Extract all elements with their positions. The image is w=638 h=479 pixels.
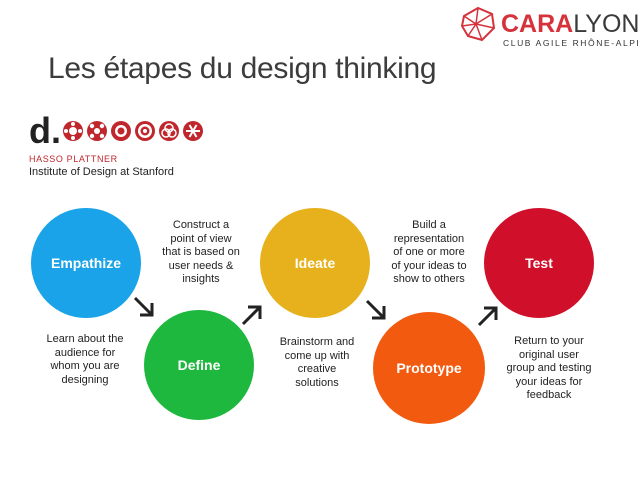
stage-prototype-label: Prototype	[396, 360, 462, 376]
stage-define-description: Construct a point of view that is based …	[162, 219, 240, 285]
caralyon-mark-icon	[460, 6, 496, 42]
caralyon-logo: CARALYON CLUB AGILE RHÔNE-ALPES	[458, 6, 638, 48]
stage-define-circle: Define	[144, 310, 254, 420]
stage-test-circle: Test	[484, 208, 594, 318]
arrow-ideate-to-prototype-icon	[365, 299, 386, 320]
arrow-define-to-ideate-icon	[241, 305, 262, 326]
stage-empathize-description: Learn about the audience for whom you ar…	[46, 333, 124, 386]
brand-name-light: LYON	[573, 10, 638, 38]
define-flower-icon	[87, 121, 107, 141]
brand-name-strong: CARA	[501, 10, 574, 38]
dschool-stage-icons	[63, 121, 203, 141]
caralyon-wordmark: CARALYON	[501, 11, 638, 37]
stage-ideate-circle: Ideate	[260, 208, 370, 318]
stage-define-label: Define	[177, 357, 221, 373]
snowflake-icon	[183, 121, 203, 141]
dschool-logo: d.	[29, 110, 219, 186]
page-title: Les étapes du design thinking	[48, 52, 437, 85]
test-knot-icon	[159, 121, 179, 141]
stage-prototype-circle: Prototype	[373, 312, 485, 424]
stage-ideate-label: Ideate	[294, 255, 336, 271]
brand-tagline: CLUB AGILE RHÔNE-ALPES	[503, 38, 638, 48]
prototype-target-icon	[135, 121, 155, 141]
stage-ideate-description: Brainstorm and come up with creative sol…	[279, 336, 355, 389]
empathize-flower-icon	[63, 121, 83, 141]
stage-prototype-description: Build a representation of one or more of…	[391, 219, 467, 285]
stage-empathize-label: Empathize	[50, 255, 121, 271]
ideate-flower-icon	[111, 121, 131, 141]
dschool-letter: d.	[29, 110, 61, 151]
stage-test-description: Return to your original user group and t…	[506, 335, 592, 401]
dschool-line1: HASSO PLATTNER	[29, 154, 118, 164]
arrow-empathize-to-define-icon	[133, 296, 154, 317]
dschool-line2: Institute of Design at Stanford	[29, 166, 174, 178]
stage-empathize-circle: Empathize	[31, 208, 141, 318]
stage-test-label: Test	[525, 255, 553, 271]
arrow-prototype-to-test-icon	[477, 306, 498, 327]
